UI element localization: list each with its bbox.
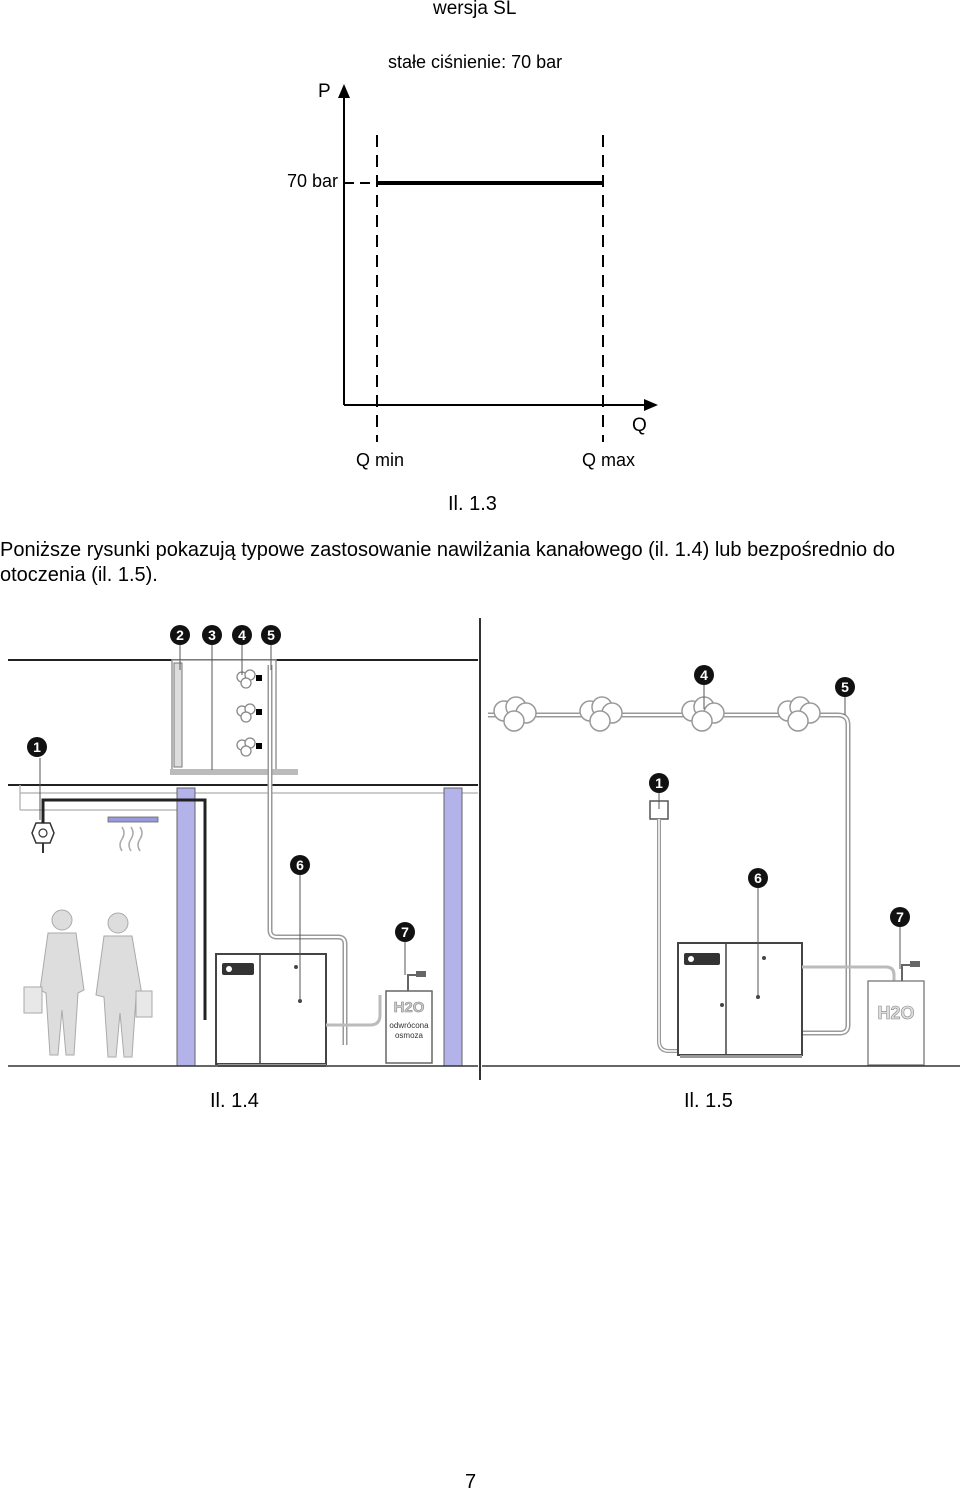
tank-text-2: osmoza <box>395 1031 424 1040</box>
svg-text:5: 5 <box>841 679 849 695</box>
badge-3: 3 <box>202 625 222 645</box>
figure-divider <box>479 618 481 1080</box>
humidistat-icon <box>31 822 55 853</box>
page-number: 7 <box>465 1471 477 1493</box>
svg-text:6: 6 <box>754 870 762 886</box>
badge-4: 4 <box>232 625 252 645</box>
caption-fig-1-3: Il. 1.3 <box>448 493 497 515</box>
water-tank: H2O <box>867 961 925 1066</box>
tank-label: H2O <box>877 1003 914 1023</box>
caption-fig-1-5: Il. 1.5 <box>684 1090 733 1112</box>
chart-top-label: wersja SL <box>433 0 517 19</box>
badge-1: 1 <box>27 737 47 757</box>
body-paragraph: Poniższe rysunki pokazują typowe zastoso… <box>0 539 895 586</box>
direct-room-humidification-diagram: H2O 1 4 5 6 7 <box>482 665 960 1067</box>
svg-text:5: 5 <box>267 627 275 643</box>
tank-label: H2O <box>394 999 425 1016</box>
svg-text:7: 7 <box>401 924 409 940</box>
tank-text-1: odwrócona <box>389 1021 429 1030</box>
x-axis-label: Q <box>632 415 647 436</box>
badge-7: 7 <box>395 922 415 942</box>
badge-6: 6 <box>748 868 768 888</box>
y-tick-label: 70 bar <box>287 171 339 191</box>
svg-text:4: 4 <box>700 667 708 683</box>
svg-text:2: 2 <box>176 627 184 643</box>
svg-text:1: 1 <box>655 775 663 791</box>
caption-fig-1-4: Il. 1.4 <box>210 1090 259 1112</box>
humidifier-cabinet <box>677 942 803 1058</box>
steam-cloud-icon <box>493 696 821 732</box>
badge-5: 5 <box>261 625 281 645</box>
svg-text:4: 4 <box>238 627 246 643</box>
duct-humidification-diagram: H2O odwrócona osmoza 1 2 3 4 5 6 7 <box>8 625 478 1067</box>
chart-subtitle: stałe ciśnienie: 70 bar <box>388 52 563 72</box>
pressure-flow-chart <box>338 84 658 442</box>
x-axis-arrow <box>644 399 658 411</box>
badge-7: 7 <box>890 907 910 927</box>
y-axis-arrow <box>338 84 350 98</box>
water-tank: H2O odwrócona osmoza <box>385 971 433 1064</box>
badge-1: 1 <box>649 773 669 793</box>
svg-text:6: 6 <box>296 857 304 873</box>
badge-5: 5 <box>835 677 855 697</box>
svg-text:1: 1 <box>33 739 41 755</box>
badge-4: 4 <box>694 665 714 685</box>
people-silhouette-icon <box>23 909 153 1058</box>
svg-text:7: 7 <box>896 909 904 925</box>
badge-6: 6 <box>290 855 310 875</box>
x-tick-max-label: Q max <box>582 450 636 470</box>
humidifier-cabinet <box>215 953 327 1067</box>
y-axis-label: P <box>318 81 331 102</box>
svg-text:3: 3 <box>208 627 216 643</box>
heat-waves-icon <box>119 826 143 852</box>
badge-2: 2 <box>170 625 190 645</box>
x-tick-min-label: Q min <box>356 450 405 470</box>
